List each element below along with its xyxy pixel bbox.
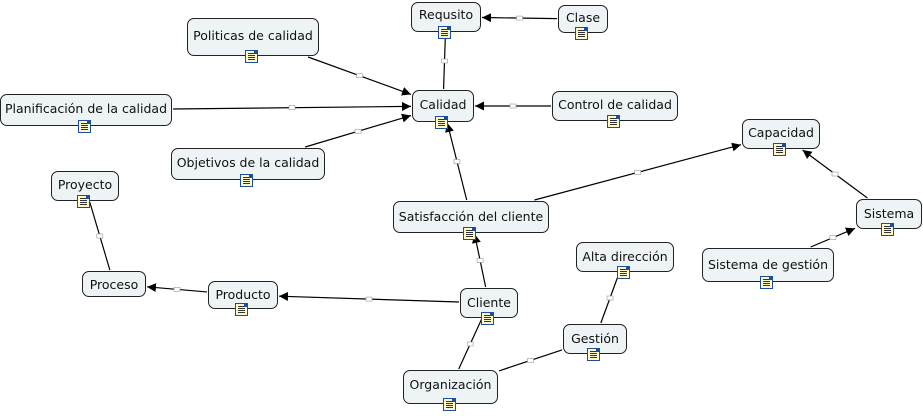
document-icon[interactable] bbox=[587, 348, 600, 361]
node-sistema-de-gestion[interactable]: Sistema de gestión bbox=[702, 248, 834, 289]
node-planificacion-de-la-calidad[interactable]: Planificación de la calidad bbox=[0, 94, 172, 133]
node-proyecto[interactable]: Proyecto bbox=[51, 171, 119, 208]
linking-phrase-marker[interactable] bbox=[173, 287, 181, 292]
node-label: Proceso bbox=[89, 277, 139, 292]
node-proceso[interactable]: Proceso bbox=[82, 271, 146, 297]
node-label: Sistema bbox=[863, 206, 915, 221]
node-label: Cliente bbox=[467, 295, 511, 310]
node-calidad[interactable]: Calidad bbox=[412, 90, 474, 129]
node-politicas-de-calidad[interactable]: Politicas de calidad bbox=[187, 18, 319, 63]
linking-phrase-marker[interactable] bbox=[288, 105, 296, 110]
linking-phrase-marker[interactable] bbox=[509, 103, 517, 109]
linking-phrase-marker[interactable] bbox=[634, 170, 642, 175]
node-capacidad[interactable]: Capacidad bbox=[742, 119, 820, 156]
node-label: Proyecto bbox=[57, 177, 113, 192]
node-control-de-calidad[interactable]: Control de calidad bbox=[552, 91, 678, 128]
linking-phrase-marker[interactable] bbox=[365, 296, 373, 302]
node-gestion[interactable]: Gestión bbox=[563, 324, 627, 361]
node-label: Control de calidad bbox=[558, 97, 672, 112]
node-label: Alta dirección bbox=[582, 249, 668, 264]
document-icon[interactable] bbox=[438, 26, 451, 39]
document-icon[interactable] bbox=[235, 303, 248, 316]
document-icon[interactable] bbox=[442, 398, 456, 411]
node-label: Gestión bbox=[571, 331, 619, 346]
linking-phrase-marker[interactable] bbox=[516, 15, 523, 21]
linking-phrase-marker[interactable] bbox=[829, 235, 837, 240]
node-label: Capacidad bbox=[748, 125, 814, 140]
node-label: Politicas de calidad bbox=[193, 28, 313, 43]
document-icon[interactable] bbox=[481, 312, 494, 325]
linking-phrase-marker[interactable] bbox=[606, 295, 614, 301]
document-icon[interactable] bbox=[617, 266, 630, 279]
document-icon[interactable] bbox=[760, 276, 773, 289]
document-icon[interactable] bbox=[607, 115, 620, 128]
linking-phrase-marker[interactable] bbox=[441, 58, 448, 64]
node-label: Planificación de la calidad bbox=[4, 101, 168, 116]
node-label: Producto bbox=[215, 287, 271, 302]
linking-phrase-marker[interactable] bbox=[831, 171, 839, 177]
node-label: Satisfacción del cliente bbox=[398, 209, 544, 224]
node-label: Clase bbox=[565, 10, 601, 25]
node-satisfaccion-del-cliente[interactable]: Satisfacción del cliente bbox=[393, 201, 549, 240]
document-icon[interactable] bbox=[77, 195, 90, 208]
document-icon[interactable] bbox=[245, 50, 258, 63]
document-icon[interactable] bbox=[435, 116, 448, 129]
linking-phrase-marker[interactable] bbox=[354, 128, 362, 134]
node-label: Organización bbox=[409, 377, 492, 392]
linking-phrase-marker[interactable] bbox=[453, 159, 461, 164]
node-clase[interactable]: Clase bbox=[558, 5, 608, 40]
document-icon[interactable] bbox=[240, 174, 253, 187]
linking-phrase-marker[interactable] bbox=[96, 233, 104, 239]
document-icon[interactable] bbox=[78, 120, 91, 133]
node-organizacion[interactable]: Organización bbox=[403, 370, 498, 411]
document-icon[interactable] bbox=[463, 227, 476, 240]
node-label: Sistema de gestión bbox=[707, 257, 828, 272]
document-icon[interactable] bbox=[881, 223, 894, 236]
linking-phrase-marker[interactable] bbox=[527, 358, 534, 363]
linking-phrase-marker[interactable] bbox=[466, 341, 474, 347]
node-label: Objetivos de la calidad bbox=[176, 155, 320, 170]
node-sistema[interactable]: Sistema bbox=[856, 199, 922, 236]
linking-phrase-marker[interactable] bbox=[356, 73, 363, 78]
node-requisito[interactable]: Requsito bbox=[411, 2, 481, 39]
document-icon[interactable] bbox=[773, 143, 786, 156]
node-producto[interactable]: Producto bbox=[208, 281, 278, 316]
node-cliente[interactable]: Cliente bbox=[460, 288, 518, 325]
node-alta-direccion[interactable]: Alta dirección bbox=[576, 242, 674, 279]
node-label: Calidad bbox=[419, 97, 467, 112]
node-objetivos-de-la-calidad[interactable]: Objetivos de la calidad bbox=[171, 148, 325, 187]
node-label: Requsito bbox=[418, 7, 474, 22]
linking-phrase-marker[interactable] bbox=[476, 258, 484, 263]
document-icon[interactable] bbox=[575, 27, 588, 40]
